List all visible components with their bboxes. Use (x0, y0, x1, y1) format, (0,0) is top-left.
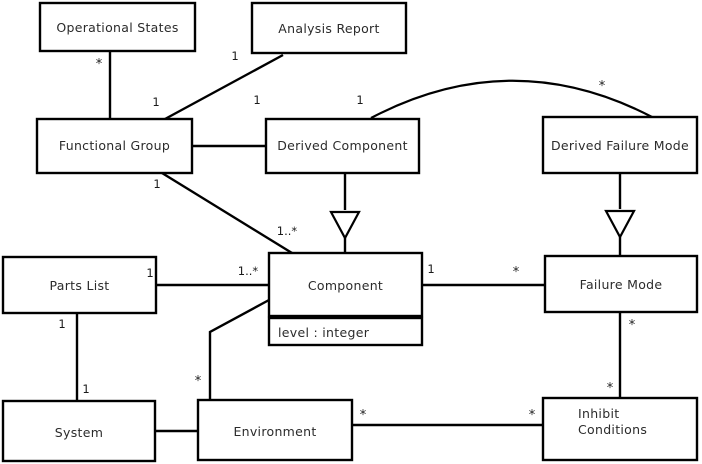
class-box-environment[interactable]: Environment (196, 398, 354, 462)
class-name-label-line1: Inhibit (578, 406, 619, 421)
class-rect (267, 251, 424, 318)
multiplicity-parts-list-component-one: 1 (146, 266, 153, 280)
class-box-component[interactable]: Component level : integer (267, 251, 424, 347)
class-box-failure-mode[interactable]: Failure Mode (543, 254, 699, 314)
class-name-label: System (55, 425, 103, 440)
multiplicity-functional-group-component-many: 1..* (277, 224, 298, 238)
class-box-functional-group[interactable]: Functional Group (35, 117, 194, 175)
association-functional-group-component (161, 171, 293, 255)
association-arc (370, 79, 653, 119)
multiplicity-failure-mode-inhibit-bottom: * (607, 381, 614, 396)
multiplicity-parts-list-system-top: 1 (58, 317, 65, 331)
generalization-triangle-icon (329, 210, 361, 241)
class-rect (38, 1, 197, 53)
multiplicity-derived-component-left: 1 (253, 93, 260, 107)
generalization-derived-failure-mode-failure-mode (604, 173, 636, 256)
class-box-operational-states[interactable]: Operational States (38, 1, 197, 53)
generalization-triangle-icon (604, 209, 636, 240)
class-rect (541, 396, 699, 462)
class-box-derived-component[interactable]: Derived Component (264, 117, 421, 175)
class-name-label: Parts List (49, 278, 109, 293)
class-rect (541, 115, 699, 175)
class-attribute-compartment (267, 316, 424, 347)
class-rect (196, 398, 354, 462)
class-name-label: Operational States (56, 20, 178, 35)
class-attribute-label: level : integer (278, 325, 370, 340)
multiplicity-environment-inhibit-right: * (529, 408, 536, 423)
multiplicity-failure-mode-inhibit-top: * (629, 318, 636, 333)
class-rect (1, 399, 157, 463)
class-rect (264, 117, 421, 175)
association-derived-component-derived-failure-mode (370, 79, 653, 119)
class-box-analysis-report[interactable]: Analysis Report (250, 1, 408, 55)
class-name-label-line2: Conditions (578, 422, 647, 437)
class-box-parts-list[interactable]: Parts List (1, 255, 158, 315)
multiplicity-component-environment-star: * (195, 374, 202, 389)
multiplicity-functional-group-component-one: 1 (153, 177, 160, 191)
association-line (164, 53, 284, 121)
class-name-label: Analysis Report (278, 21, 379, 36)
multiplicity-operational-states-functional-group: * (96, 57, 103, 72)
multiplicity-component-failure-mode-star: * (513, 265, 520, 280)
class-name-label: Component (308, 278, 383, 293)
class-rect (1, 255, 158, 315)
multiplicity-functional-group-analysis-report: 1 (152, 95, 159, 109)
class-box-inhibit-conditions[interactable]: Inhibit Conditions (541, 396, 699, 462)
class-name-label: Functional Group (59, 138, 170, 153)
multiplicity-environment-inhibit-left: * (360, 408, 367, 423)
multiplicity-parts-list-system-bottom: 1 (82, 382, 89, 396)
association-line (161, 171, 293, 255)
class-name-label: Failure Mode (580, 277, 663, 292)
multiplicity-derived-component-arc-one: 1 (356, 93, 363, 107)
class-name-label: Derived Component (277, 138, 408, 153)
association-component-environment (208, 298, 270, 400)
class-box-derived-failure-mode[interactable]: Derived Failure Mode (541, 115, 699, 175)
class-name-label: Derived Failure Mode (551, 138, 689, 153)
multiplicity-analysis-report-near: 1 (231, 49, 238, 63)
class-rect (543, 254, 699, 314)
multiplicity-component-failure-mode-one: 1 (427, 262, 434, 276)
class-rect (250, 1, 408, 55)
class-box-system[interactable]: System (1, 399, 157, 463)
association-functional-group-analysis-report (164, 53, 284, 121)
multiplicity-derived-failure-mode-arc-star: * (599, 79, 606, 94)
association-polyline (208, 298, 270, 400)
multiplicity-parts-list-component-many: 1..* (238, 264, 259, 278)
class-rect (35, 117, 194, 175)
generalization-derived-component-component (329, 173, 361, 253)
class-name-label: Environment (233, 424, 316, 439)
